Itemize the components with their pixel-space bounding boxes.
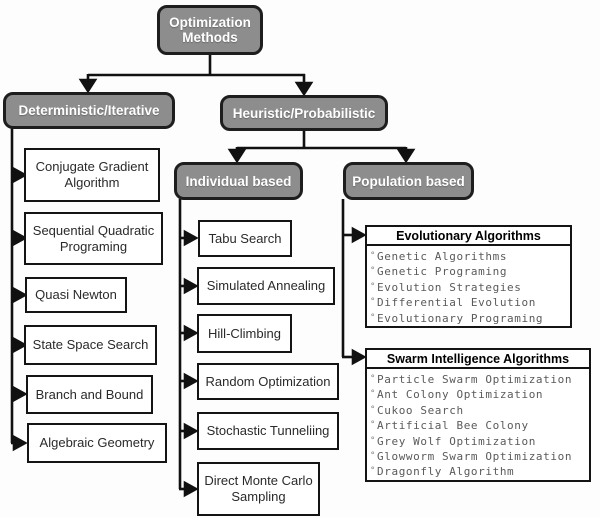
node-optimization-methods: Optimization Methods: [157, 5, 263, 55]
bullet-marker: °: [370, 466, 377, 477]
bullet-marker: °: [370, 312, 377, 323]
bullet-marker: °: [370, 297, 377, 308]
list-item-label: Glowworm Swarm Optimization: [377, 450, 573, 464]
list-item: °Artificial Bee Colony: [370, 418, 587, 433]
list-item-label: Artificial Bee Colony: [377, 419, 529, 433]
swarm-intelligence-algorithms-list: °Particle Swarm Optimization °Ant Colony…: [367, 369, 589, 482]
box-state-space-search: State Space Search: [24, 325, 157, 365]
bullet-marker: °: [370, 251, 377, 261]
list-item: °Grey Wolf Optimization: [370, 434, 587, 449]
list-item-label: Genetic Algorithms: [377, 250, 508, 263]
box-stochastic-tunneliing: Stochastic Tunneliing: [197, 412, 339, 450]
list-item: °Ant Colony Optimization: [370, 387, 587, 402]
evolutionary-algorithms-list: °Genetic Algorithms °Genetic Programing …: [367, 246, 570, 328]
list-item-label: Genetic Programing: [377, 265, 508, 279]
box-tabu-search: Tabu Search: [198, 220, 292, 257]
evolutionary-algorithms-title: Evolutionary Algorithms: [367, 227, 570, 246]
box-conjugate-gradient-algorithm: Conjugate Gradient Algorithm: [24, 148, 160, 202]
list-item: °Genetic Programing: [370, 264, 568, 279]
bullet-marker: °: [370, 266, 377, 277]
box-branch-and-bound: Branch and Bound: [26, 375, 153, 414]
bullet-marker: °: [370, 404, 377, 415]
list-item: °Evolution Strategies: [370, 280, 568, 295]
box-quasi-newton: Quasi Newton: [25, 277, 127, 313]
node-deterministic-iterative: Deterministic/Iterative: [3, 92, 175, 129]
list-item: °Genetic Algorithms: [370, 249, 568, 264]
bullet-marker: °: [370, 451, 377, 462]
evolutionary-algorithms-box: Evolutionary Algorithms °Genetic Algorit…: [365, 225, 572, 328]
list-item: °Differential Evolution: [370, 295, 568, 310]
bullet-marker: °: [370, 420, 377, 431]
box-algebraic-geometry: Algebraic Geometry: [27, 423, 167, 463]
bullet-marker: °: [370, 374, 377, 384]
list-item-label: Differential Evolution: [377, 296, 536, 310]
list-item-label: Evolution Strategies: [377, 280, 522, 294]
box-random-optimization: Random Optimization: [197, 363, 339, 400]
list-item-label: Particle Swarm Optimization: [377, 373, 573, 386]
swarm-intelligence-algorithms-title: Swarm Intelligence Algorithms: [367, 350, 589, 369]
box-simulated-annealing: Simulated Annealing: [197, 267, 335, 305]
node-individual-based: Individual based: [174, 162, 303, 200]
list-item: °Evolutionary Programing: [370, 311, 568, 326]
list-item-label: Ant Colony Optimization: [377, 388, 544, 402]
swarm-intelligence-algorithms-box: Swarm Intelligence Algorithms °Particle …: [365, 348, 591, 482]
bullet-marker: °: [370, 389, 377, 400]
node-heuristic-probabilistic: Heuristic/Probabilistic: [220, 95, 388, 131]
list-item: °Particle Swarm Optimization: [370, 372, 587, 387]
list-item-label: Grey Wolf Optimization: [377, 434, 536, 448]
list-item: °Cukoo Search: [370, 403, 587, 418]
list-item-label: Cukoo Search: [377, 403, 464, 417]
box-hill-climbing: Hill-Climbing: [197, 314, 292, 353]
list-item-label: Dragonfly Algorithm: [377, 465, 515, 479]
bullet-marker: °: [370, 281, 377, 292]
list-item: °Dragonfly Algorithm: [370, 464, 587, 479]
bullet-marker: °: [370, 435, 377, 446]
node-population-based: Population based: [343, 162, 474, 200]
list-item-label: Evolutionary Programing: [377, 311, 544, 325]
list-item: °Glowworm Swarm Optimization: [370, 449, 587, 464]
box-direct-monte-carlo-sampling: Direct Monte Carlo Sampling: [197, 462, 320, 516]
box-sequential-quadratic-programing: Sequential Quadratic Programing: [24, 212, 163, 265]
